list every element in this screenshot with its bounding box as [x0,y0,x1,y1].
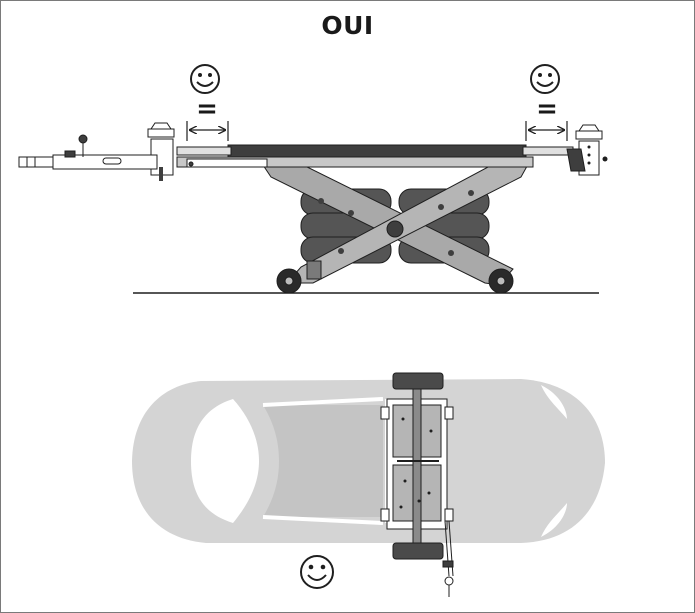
equal-sign-right: = [536,94,558,124]
smiley-icon [190,64,220,94]
car-roof [263,405,383,517]
tow-bar-top [442,520,454,597]
car-windshield-rear [191,399,259,523]
lift-platform [227,144,527,158]
scissor-pivot [386,220,404,238]
smiley-icon [530,64,560,94]
lift-top-view [380,372,454,597]
tow-bar [18,134,268,170]
lift-pad-top [392,372,444,390]
wheel-right [488,268,514,294]
diagram-title: OUI [321,11,374,40]
lift-beam [412,388,422,544]
smiley-icon [300,555,334,589]
wheel-left [276,268,302,294]
equal-sign-left: = [196,94,218,124]
lift-side-view [18,122,608,294]
dimension-right [525,121,568,141]
lift-pad-bottom [392,542,444,560]
dimension-left [186,121,229,141]
car-top-view [132,379,605,543]
